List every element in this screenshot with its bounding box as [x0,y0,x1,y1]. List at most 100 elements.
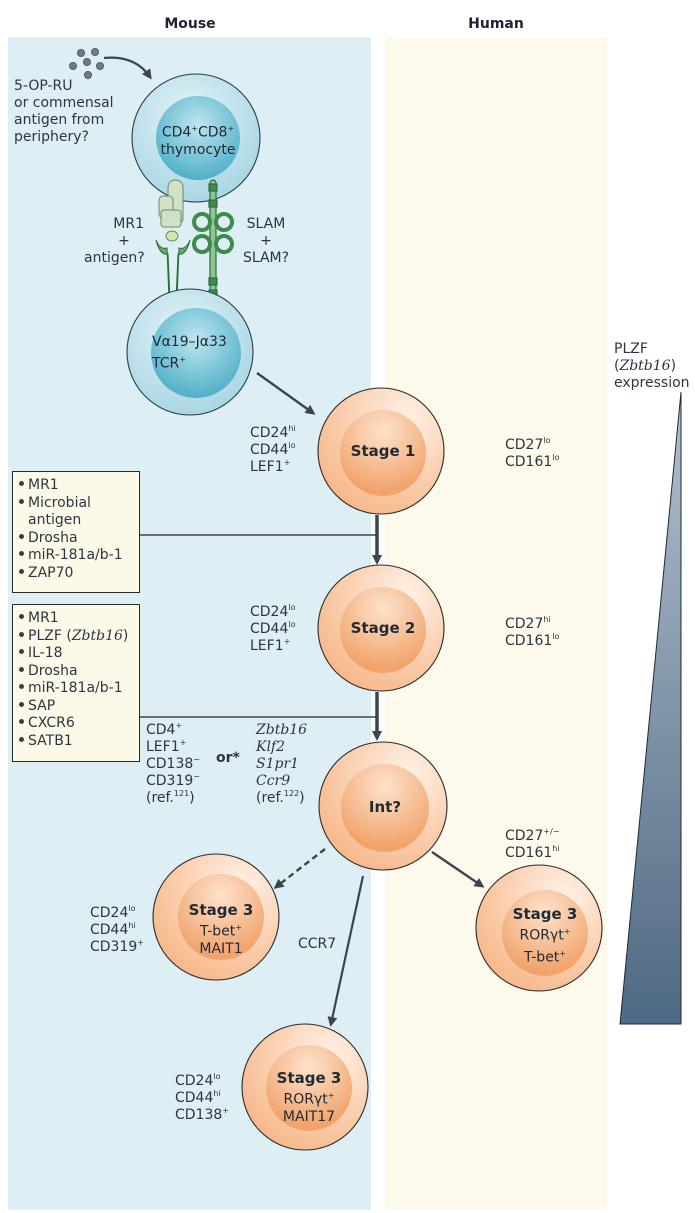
slam-label: SLAM + SLAM? [236,216,296,267]
dashed-arrow-to-mait1 [273,848,326,889]
sup: lo [552,453,560,462]
rorgt-text: RORγt [283,1091,328,1108]
sup: lo [288,620,296,629]
stage2-title: Stage 2 [350,619,416,637]
box-item: Drosha [19,663,133,681]
rorgt-text: RORγt [519,927,564,944]
antigen-dots-icon [69,48,105,80]
mait1-text: MAIT1 [199,940,243,957]
ref: (ref. [256,790,284,806]
paren: ) [670,358,677,374]
arrow-to-human-stage3 [431,851,485,888]
sup: + [191,124,198,133]
int-left-markers: CD4+ LEF1+ CD138− CD319− (ref.121) [146,722,200,807]
sup: + [137,938,144,947]
zbtb16-text: Zbtb16 [619,358,671,374]
sup: hi [552,844,560,853]
tcr-cell-label: Vα19–Jα33 TCR+ [152,334,227,373]
human-stage3-cell [475,864,603,992]
ref: ) [189,790,195,806]
marker: CD27 [505,616,544,632]
tbet-text: T-bet [199,923,236,940]
thymocyte-label: CD4+CD8+ thymocyte [148,120,248,159]
stage1-title: Stage 1 [350,442,416,460]
gene: Zbtb16 [256,722,308,738]
marker: CD161 [505,633,553,649]
plus-text: + [260,233,272,249]
marker: CD44 [250,621,289,637]
antigen-line: antigen from [14,112,105,128]
marker: CD319 [146,773,194,789]
int-right-genes: Zbtb16 Klf2 S1pr1 Ccr9 (ref.122) [256,722,307,807]
antigen-line: 5-OP-RU [14,78,73,94]
gene: Klf2 [256,739,286,755]
mr1-antigen-label: MR1 + antigen? [84,216,145,267]
va19-text: Vα19–Jα33 [152,334,227,350]
box-item: MR1 [19,477,133,495]
sup: hi [543,615,551,624]
stage1-mouse-markers: CD24hi CD44lo LEF1+ [250,425,296,476]
stage3-title: Stage 3 [512,905,578,923]
mr1-molecule-icon [158,179,184,228]
box-item: antigen [28,512,82,528]
mait17-markers: CD24lo CD44hi CD138+ [175,1073,229,1124]
stage1-human-markers: CD27lo CD161lo [505,437,559,471]
marker: CD27 [505,828,544,844]
box-item: miR-181a/b-1 [19,680,133,698]
marker: CD44 [175,1090,214,1106]
cd8-text: CD8 [198,124,228,141]
human-column-title: Human [468,16,524,32]
stage3-title: Stage 3 [188,901,254,919]
stage2-human-markers: CD27hi CD161lo [505,616,559,650]
stage3-title: Stage 3 [276,1069,342,1087]
antigen-text: antigen? [84,250,145,266]
human-stage3-label: Stage 3 RORγt+ T-bet+ [495,906,595,966]
box-item: MR1 [19,610,133,628]
mait17-cell [241,1023,369,1151]
sup: + [175,721,183,730]
expression-text: expression [614,375,690,391]
marker: CD44 [90,922,129,938]
sup: + [227,124,235,133]
sup: hi [128,921,136,930]
marker: LEF1 [146,739,180,755]
mait1-label: Stage 3 T-bet+ MAIT1 [171,902,271,958]
marker: CD161 [505,454,553,470]
sup: hi [288,424,296,433]
gene: Ccr9 [256,773,291,789]
marker: CD27 [505,437,544,453]
sup: − [193,755,200,764]
tcr-text: TCR [152,355,180,372]
mait1-cell [152,853,280,981]
mr1-text: MR1 [113,216,144,232]
marker: CD161 [505,845,553,861]
sup: lo [213,1072,221,1081]
stage2-cell [317,564,445,692]
sup: + [283,637,291,646]
stage2-mouse-markers: CD24lo CD44lo LEF1+ [250,604,296,655]
sup: lo [543,436,551,445]
sup: hi [213,1089,221,1098]
antigen-line: periphery? [14,129,89,145]
intermediate-cell [318,741,448,871]
marker: CD44 [250,442,289,458]
paren: ( [614,358,620,374]
antigen-arrow [103,56,152,80]
stage1-requirements-box: MR1 Microbial antigen Drosha miR-181a/b-… [12,471,140,593]
box-item: Drosha [19,530,133,548]
plzf-expression-gradient [619,391,682,1025]
box-item: PLZF (Zbtb16) [19,628,133,646]
box-item: SAP [19,698,133,716]
gene: S1pr1 [256,756,300,772]
tcr-positive-cell [126,288,254,416]
ref: (ref. [146,790,174,806]
thymocyte-cell [131,73,261,203]
marker: CD24 [250,604,289,620]
box-item: miR-181a/b-1 [19,547,133,565]
box-item: ZAP70 [19,565,133,583]
sup: + [559,948,566,958]
mouse-column-title: Mouse [164,16,216,32]
sup: + [222,1106,229,1115]
slam-q-text: SLAM? [242,250,290,266]
